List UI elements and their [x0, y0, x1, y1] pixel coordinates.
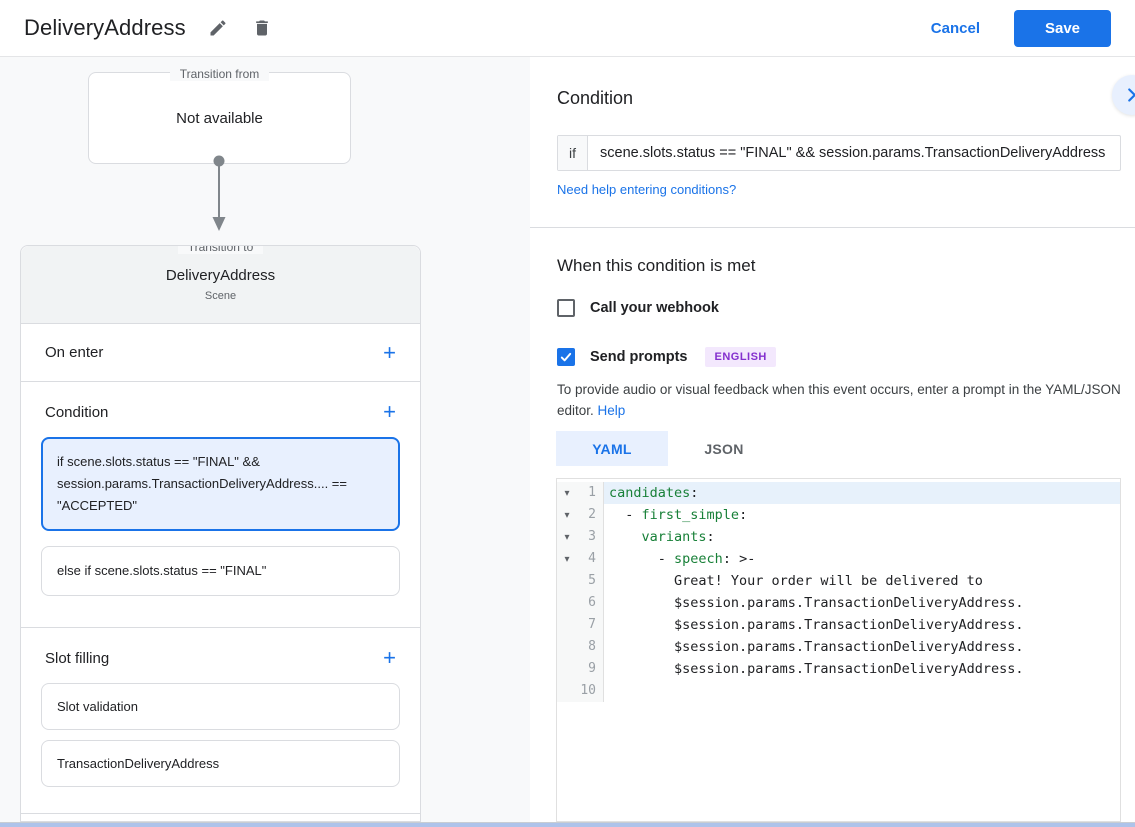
code-line: ▾ 1 candidates:: [557, 482, 1120, 504]
line-number: 4: [577, 548, 604, 570]
condition-detail-panel: Condition if scene.slots.status == "FINA…: [530, 57, 1135, 822]
cancel-button[interactable]: Cancel: [930, 19, 980, 37]
line-number: 10: [577, 680, 604, 702]
line-number: 7: [577, 614, 604, 636]
top-bar: DeliveryAddress Cancel Save: [0, 0, 1135, 57]
code-line: 5 Great! Your order will be delivered to: [557, 570, 1120, 592]
transition-to-card: Transition to DeliveryAddress Scene On e…: [20, 245, 421, 822]
webhook-option-row: Call your webhook: [557, 299, 719, 317]
code-line: ▾ 4 - speech: >-: [557, 548, 1120, 570]
custom-intent-row: Custom intent handling +: [21, 814, 420, 821]
editor-format-tabs: YAML JSON: [556, 431, 780, 466]
tab-json[interactable]: JSON: [704, 440, 744, 457]
condition-section: Condition + if scene.slots.status == "FI…: [21, 382, 420, 628]
edit-icon[interactable]: [206, 16, 230, 40]
yaml-code-editor[interactable]: ▾ 1 candidates: ▾ 2 - first_simple: ▾ 3 …: [556, 478, 1121, 822]
condition-heading: Condition: [557, 88, 634, 108]
help-link[interactable]: Help: [597, 403, 626, 418]
transition-connector-arrow: [212, 155, 226, 231]
fold-gutter: [557, 680, 577, 702]
code-line: 9 $session.params.TransactionDeliveryAdd…: [557, 658, 1120, 680]
condition-expression-row: if scene.slots.status == "FINAL" && sess…: [557, 135, 1121, 171]
fold-toggle-icon[interactable]: ▾: [557, 548, 577, 570]
prompt-editor-description: To provide audio or visual feedback when…: [557, 382, 1121, 418]
condition-help-link[interactable]: Need help entering conditions?: [557, 182, 737, 197]
send-prompts-checkbox[interactable]: [557, 348, 575, 366]
line-number: 3: [577, 526, 604, 548]
fold-toggle-icon[interactable]: ▾: [557, 482, 577, 504]
send-prompts-label: Send prompts: [590, 349, 688, 365]
scene-type-label: Scene: [204, 290, 237, 302]
webhook-checkbox[interactable]: [557, 299, 575, 317]
line-number: 8: [577, 636, 604, 658]
chevron-right-icon: [1128, 88, 1135, 102]
code-line: 10: [557, 680, 1120, 702]
add-on-enter-icon[interactable]: +: [383, 339, 396, 365]
fold-gutter: [557, 592, 577, 614]
checkmark-icon: [560, 352, 572, 362]
panel-divider: [530, 227, 1135, 228]
transition-from-legend: Transition from: [89, 65, 350, 83]
scene-graph-canvas: Transition from Not available Transition…: [0, 57, 530, 827]
line-number: 6: [577, 592, 604, 614]
save-button[interactable]: Save: [1014, 9, 1111, 47]
if-prefix-label: if: [558, 136, 588, 170]
condition-card-selected[interactable]: if scene.slots.status == "FINAL" && sess…: [41, 437, 400, 531]
scene-card-header: DeliveryAddress Scene: [21, 246, 420, 324]
slot-validation-card[interactable]: Slot validation: [41, 683, 400, 730]
slot-filling-label: Slot filling: [45, 649, 110, 667]
code-line: 6 $session.params.TransactionDeliveryAdd…: [557, 592, 1120, 614]
tab-yaml[interactable]: YAML: [556, 431, 668, 466]
on-enter-label: On enter: [45, 344, 104, 361]
transition-from-value: Not available: [176, 109, 263, 127]
prompts-option-row: Send prompts ENGLISH: [557, 347, 776, 367]
fold-toggle-icon[interactable]: ▾: [557, 526, 577, 548]
horizontal-scrollbar[interactable]: [0, 822, 1135, 827]
fold-gutter: [557, 614, 577, 636]
line-number: 2: [577, 504, 604, 526]
code-line: ▾ 3 variants:: [557, 526, 1120, 548]
scene-name: DeliveryAddress: [165, 267, 276, 284]
slot-filling-section: Slot filling + Slot validation Transacti…: [21, 628, 420, 814]
fold-gutter: [557, 636, 577, 658]
fold-gutter: [557, 570, 577, 592]
slot-card[interactable]: TransactionDeliveryAddress: [41, 740, 400, 787]
collapse-panel-button[interactable]: [1112, 75, 1135, 115]
code-line: 7 $session.params.TransactionDeliveryAdd…: [557, 614, 1120, 636]
webhook-label: Call your webhook: [590, 300, 719, 316]
fold-toggle-icon[interactable]: ▾: [557, 504, 577, 526]
when-condition-heading: When this condition is met: [557, 256, 756, 275]
delete-icon[interactable]: [250, 16, 274, 40]
transition-from-box: Transition from Not available: [88, 67, 351, 164]
condition-section-label: Condition: [45, 403, 109, 421]
line-number: 9: [577, 658, 604, 680]
condition-card[interactable]: else if scene.slots.status == "FINAL": [41, 546, 400, 596]
on-enter-row: On enter +: [21, 324, 420, 382]
line-number: 1: [577, 482, 604, 504]
page-title: DeliveryAddress: [24, 15, 186, 40]
condition-expression-input[interactable]: scene.slots.status == "FINAL" && session…: [600, 145, 1106, 161]
add-slot-icon[interactable]: +: [383, 645, 396, 670]
fold-gutter: [557, 658, 577, 680]
add-condition-icon[interactable]: +: [383, 399, 396, 424]
code-line: 8 $session.params.TransactionDeliveryAdd…: [557, 636, 1120, 658]
line-number: 5: [577, 570, 604, 592]
code-line: ▾ 2 - first_simple:: [557, 504, 1120, 526]
language-badge: ENGLISH: [705, 347, 776, 367]
